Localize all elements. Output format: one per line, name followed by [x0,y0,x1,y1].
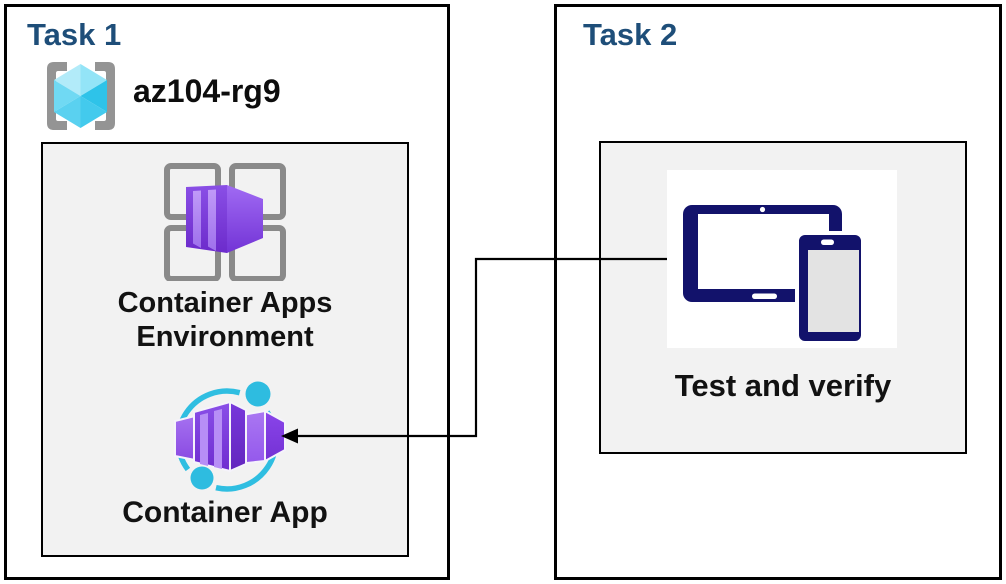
resource-cube [54,64,107,128]
app-containers [174,400,286,473]
container-app-icon [174,381,286,492]
resource-group-icon [47,62,115,130]
app-ring-nodes [190,381,271,490]
task1-panel: Container Apps Environment [41,142,409,557]
task2-title: Task 2 [583,17,678,52]
task2-panel: Test and verify [599,141,967,454]
container-apps-environment-icon [164,163,286,281]
environment-label: Container Apps Environment [43,286,407,354]
resource-group-name: az104-rg9 [133,73,281,109]
task2-box: Task 2 Test and verif [554,4,1002,580]
environment-label-line2: Environment [136,321,314,353]
container-app-label: Container App [122,496,328,529]
environment-label-line1: Container Apps [117,287,333,319]
environment-container [186,185,263,253]
tablet-phone-icon [683,205,865,345]
test-verify-label: Test and verify [674,368,892,403]
task1-box: Task 1 az104-rg9 [4,4,450,580]
task1-title: Task 1 [27,17,122,52]
test-verify-icon-plate [667,170,897,348]
phone [795,231,865,345]
